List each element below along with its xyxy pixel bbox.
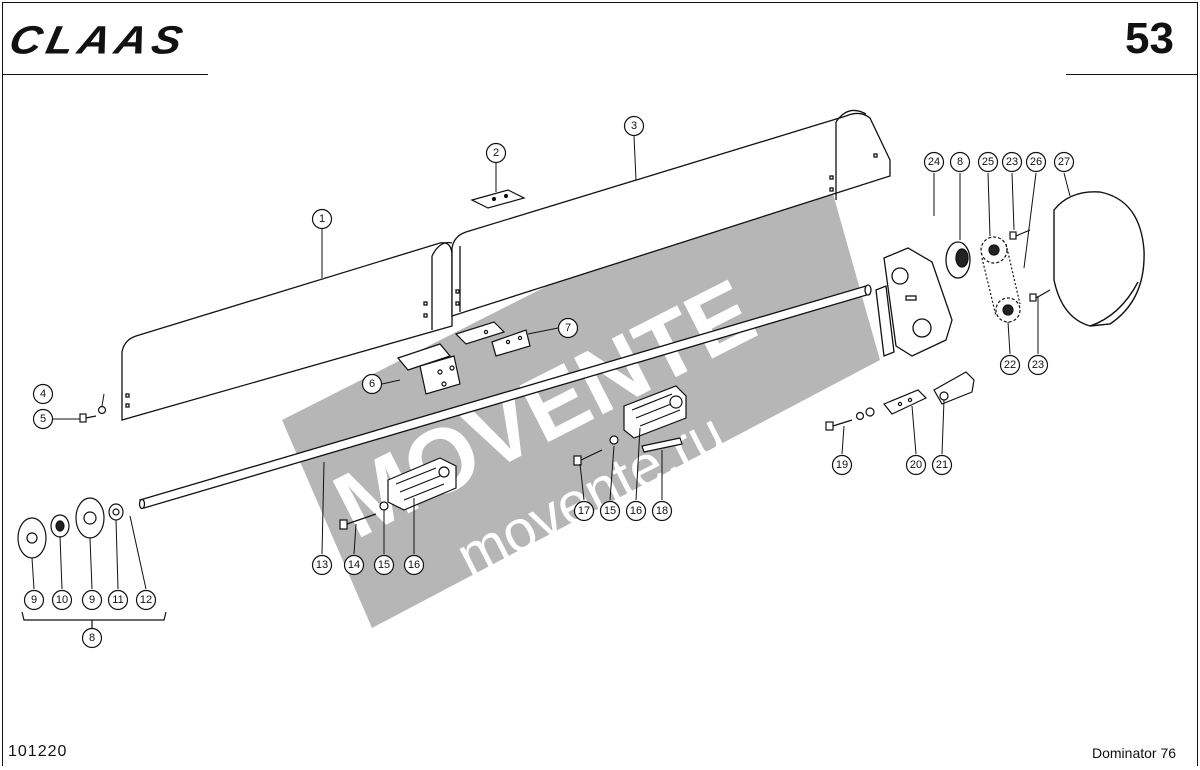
svg-text:18: 18 [656,505,668,517]
small-plate [470,189,526,209]
callout-4: 4 [32,383,54,405]
svg-text:25: 25 [982,156,994,168]
svg-text:15: 15 [378,559,390,571]
svg-text:26: 26 [1030,156,1042,168]
callout-26: 26 [1025,151,1047,173]
right-cover-panel [451,109,891,317]
callout-10: 10 [51,589,73,611]
svg-text:3: 3 [631,120,637,132]
frame-border-left [2,2,3,766]
bracket-7 [454,321,531,357]
callout-1: 1 [311,208,333,230]
callout-19: 19 [831,454,853,476]
svg-text:5: 5 [40,413,46,425]
page-number: 53 [1125,14,1174,63]
bearing-block-right [623,385,687,439]
svg-text:27: 27 [1058,156,1070,168]
hub [945,241,971,279]
svg-text:6: 6 [369,378,375,390]
callout-23-top: 23 [1001,151,1023,173]
callout-16-right: 16 [625,500,647,522]
svg-text:8: 8 [89,632,95,644]
svg-text:23: 23 [1006,156,1018,168]
callout-25: 25 [977,151,999,173]
long-shaft [138,284,872,510]
svg-text:23: 23 [1032,359,1044,371]
callouts: 1 2 3 4 5 6 7 24 8 25 23 26 27 13 14 15 … [23,115,1075,649]
callout-14: 14 [343,554,365,576]
leader-lines [31,135,1071,590]
svg-text:22: 22 [1004,359,1016,371]
svg-text:20: 20 [910,459,922,471]
callout-15-right: 15 [599,500,621,522]
callout-21: 21 [931,454,953,476]
header-rule-right [1066,74,1198,75]
callout-13: 13 [311,554,333,576]
group-bracket [21,611,167,621]
svg-text:8: 8 [957,156,963,168]
callout-9-left: 9 [23,589,45,611]
fasteners [79,229,1051,530]
tensioner-parts [883,371,975,415]
svg-text:7: 7 [565,322,571,334]
svg-text:21: 21 [936,459,948,471]
svg-text:16: 16 [408,559,420,571]
svg-text:4: 4 [40,388,46,400]
sprockets-and-chain [980,236,1021,323]
model-name: Dominator 76 [1092,745,1177,761]
callout-27: 27 [1053,151,1075,173]
svg-text:15: 15 [604,505,616,517]
chain-cover [1053,191,1145,327]
washer-group [17,497,124,559]
svg-text:10: 10 [56,594,68,606]
svg-text:17: 17 [578,505,590,517]
callout-11: 11 [107,589,129,611]
callout-8-group: 8 [81,627,103,649]
header-rule-left [2,74,208,75]
svg-text:2: 2 [493,147,499,159]
callout-20: 20 [905,454,927,476]
svg-text:24: 24 [928,156,940,168]
callout-22: 22 [999,354,1021,376]
callout-23-bottom: 23 [1027,354,1049,376]
callout-17: 17 [573,500,595,522]
document-code: 101220 [8,743,68,760]
bracket-6 [396,343,461,395]
svg-text:9: 9 [89,594,95,606]
callout-9-right: 9 [81,589,103,611]
callout-12: 12 [135,589,157,611]
callout-6: 6 [361,373,383,395]
callout-16-left: 16 [403,554,425,576]
svg-text:1: 1 [319,213,325,225]
callout-5: 5 [32,408,54,430]
callout-2: 2 [485,142,507,164]
callout-15-left: 15 [373,554,395,576]
svg-text:16: 16 [630,505,642,517]
drive-side-plate [875,247,953,357]
callout-24: 24 [923,151,945,173]
callout-8-top: 8 [949,151,971,173]
svg-text:13: 13 [316,559,328,571]
callout-7: 7 [557,317,579,339]
bearing-block-left [387,457,457,511]
frame-border-right [1197,2,1198,766]
frame-border-top [2,2,1198,3]
svg-text:19: 19 [836,459,848,471]
callout-18: 18 [651,500,673,522]
svg-text:12: 12 [140,594,152,606]
callout-3: 3 [623,115,645,137]
svg-text:11: 11 [112,594,123,606]
svg-text:14: 14 [348,559,360,571]
svg-text:9: 9 [31,594,37,606]
